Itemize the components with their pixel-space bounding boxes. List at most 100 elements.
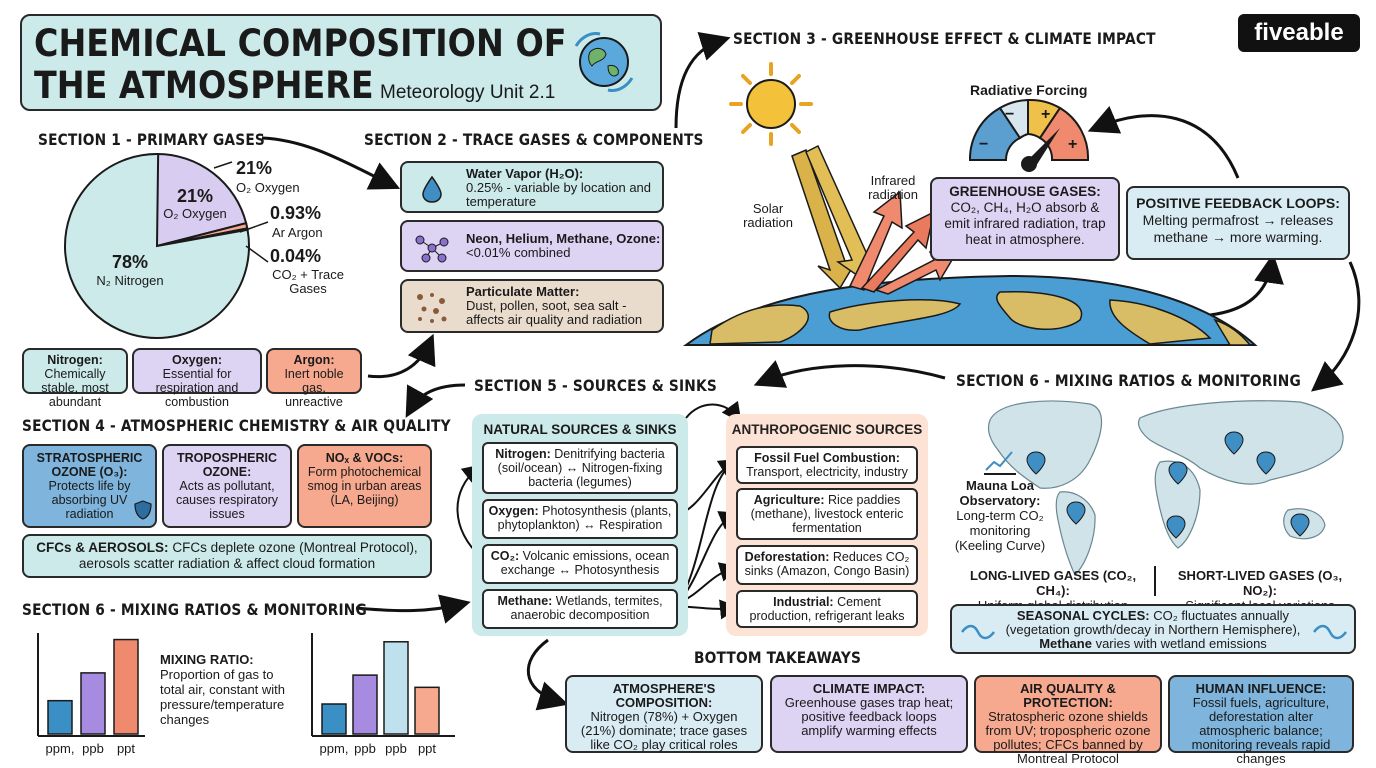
fact-nitrogen: Nitrogen: Chemically stable, most abunda… (22, 348, 128, 409)
pie-o2-pct: 21% (176, 186, 214, 206)
callout-ar-pct: 0.93% (270, 203, 322, 223)
pie-slice-o-oxygen (156, 152, 248, 248)
bar-1 (80, 672, 106, 735)
takeaway-climate-title: CLIMATE IMPACT: (812, 681, 926, 696)
section5-title: SECTION 5 - SOURCES & SINKS (474, 376, 717, 395)
earth-illustration (682, 274, 1258, 346)
cfc-text: CFCs deplete ozone (Montreal Protocol), … (78, 540, 418, 571)
natural-methane-text: Wetlands, termites, anaerobic decomposit… (510, 594, 663, 622)
stratospheric-ozone-box: STRATOSPHERIC OZONE (O₃): Protects life … (22, 444, 157, 528)
section2-title: SECTION 2 - TRACE GASES & COMPONENTS (364, 130, 704, 149)
trace-item-particulate: Particulate Matter: Dust, pollen, soot, … (400, 279, 664, 333)
takeaway-composition-title: ATMOSPHERE'S COMPOSITION: (612, 681, 716, 710)
pie-leader-lines (213, 161, 269, 263)
gauge-mark-3: + (1041, 106, 1051, 123)
infrared-radiation-label: Infrared radiation (860, 174, 926, 202)
anthro-fossil: Fossil Fuel Combustion: Transport, elect… (736, 446, 918, 484)
natural-co2: CO₂: Volcanic emissions, ocean exchange … (482, 544, 678, 584)
mixing-title: MIXING RATIO: (160, 652, 254, 667)
takeaway-human: HUMAN INFLUENCE: Fossil fuels, agricultu… (1168, 675, 1354, 766)
gauge-title: Radiative Forcing (970, 82, 1088, 98)
callout-o2-pct: 21% (236, 158, 273, 178)
cfc-aerosols-box: CFCs & AEROSOLS: CFCs deplete ozone (Mon… (22, 534, 432, 578)
infrared-label-line1: Infrared (870, 173, 916, 188)
radiative-forcing-gauge (968, 98, 1090, 172)
pie-slice-n-nitrogen (64, 153, 250, 339)
section6-left-title: SECTION 6 - MIXING RATIOS & MONITORING (22, 600, 367, 619)
arrow-to-s3 (674, 31, 731, 129)
natural-oxygen: Oxygen: Photosynthesis (plants, phytopla… (482, 499, 678, 539)
chart2-axes (311, 633, 455, 737)
solar-label-line2: radiation (743, 215, 793, 230)
tropo-title: TROPOSPHERIC OZONE: (176, 451, 277, 479)
gauge-mark-4: + (1068, 136, 1078, 153)
anthro-industrial-text: Cement production, refrigerant leaks (749, 595, 905, 623)
trace-water-title: Water Vapor (H₂O): (466, 166, 584, 181)
takeaway-airquality-title: AIR QUALITY & PROTECTION: (1020, 681, 1116, 710)
takeaway-composition: ATMOSPHERE'S COMPOSITION: Nitrogen (78%)… (565, 675, 763, 753)
anthro-deforestation-title: Deforestation: (744, 550, 830, 564)
short-title: SHORT-LIVED GASES (O₃, NO₂): (1177, 568, 1343, 598)
takeaway-airquality: AIR QUALITY & PROTECTION: Stratospheric … (974, 675, 1162, 766)
takeaway-human-text: Fossil fuels, agriculture, deforestation… (1191, 695, 1331, 766)
globe-icon (568, 26, 640, 98)
arrow-s5-to-s4 (405, 383, 466, 418)
pie-o2-name: O₂ Oxygen (163, 206, 227, 221)
natural-nitrogen: Nitrogen: Denitrifying bacteria (soil/oc… (482, 442, 678, 494)
arrow-natural-anthro (685, 400, 742, 423)
natural-oxygen-text: Photosynthesis (plants, phytoplankton) ↔… (497, 504, 672, 532)
anthro-industrial-title: Industrial: (773, 595, 834, 609)
anthro-fossil-text: Transport, electricity, industry (746, 465, 908, 479)
fiveable-logo: fiveable (1238, 14, 1360, 52)
takeaways-title: BOTTOM TAKEAWAYS (694, 648, 862, 667)
feedback-title: POSITIVE FEEDBACK LOOPS: (1136, 195, 1340, 211)
tick-label: ppb (82, 741, 104, 756)
anthro-deforestation: Deforestation: Reduces CO₂ sinks (Amazon… (736, 545, 918, 585)
strat-title: STRATOSPHERIC OZONE (O₃): (36, 451, 143, 479)
arrow-feedback-to-gauge (1087, 105, 1240, 179)
fact-oxygen-text: Essential for respiration and combustion (155, 367, 239, 409)
arrow-facts-to-s2 (367, 333, 436, 379)
trace-neon-text: Neon, Helium, Methane, Ozone: <0.01% com… (466, 232, 662, 260)
fact-nitrogen-title: Nitrogen: (47, 353, 103, 367)
natural-nitrogen-title: Nitrogen: (495, 447, 551, 461)
trace-item-water: Water Vapor (H₂O): 0.25% - variable by l… (400, 161, 664, 213)
trace-water-desc: 0.25% - variable by location and tempera… (466, 180, 652, 209)
ghg-title: GREENHOUSE GASES: (949, 184, 1101, 199)
fact-argon-text: Inert noble gas, unreactive (284, 367, 344, 409)
fact-argon-title: Argon: (293, 353, 335, 367)
tick-label: ppt (116, 741, 136, 756)
callout-co2-name-line2: Gases (289, 281, 327, 296)
anthro-agriculture-text: Rice paddies (methane), livestock enteri… (750, 493, 904, 535)
tick-label: ppm, (319, 741, 349, 756)
bar-2 (113, 638, 139, 735)
anthro-agriculture: Agriculture: Rice paddies (methane), liv… (736, 488, 918, 540)
section3-title: SECTION 3 - GREENHOUSE EFFECT & CLIMATE … (733, 29, 1156, 48)
natural-co2-title: CO₂: (490, 549, 520, 563)
tick-label: ppb (354, 741, 376, 756)
natural-title: NATURAL SOURCES & SINKS (483, 422, 677, 437)
anthro-fossil-title: Fossil Fuel Combustion: (754, 451, 900, 465)
sun-icon (729, 62, 813, 146)
arrow-s1-to-s2 (261, 136, 401, 190)
page-title-line1: CHEMICAL COMPOSITION OF (34, 22, 567, 65)
anthro-industrial: Industrial: Cement production, refrigera… (736, 590, 918, 628)
gauge-mark-2: − (1005, 106, 1015, 123)
pie-n2-name: N₂ Nitrogen (96, 273, 164, 288)
section1-title: SECTION 1 - PRIMARY GASES (38, 130, 265, 149)
trace-particulate-desc: Dust, pollen, soot, sea salt - affects a… (466, 298, 643, 327)
tropo-text: Acts as pollutant, causes respiratory is… (175, 479, 279, 521)
mixing-text: Proportion of gas to total air, constant… (160, 667, 286, 727)
nox-title: NOₓ & VOCs: (325, 451, 404, 465)
fact-oxygen-title: Oxygen: (171, 353, 222, 367)
seasonal-cycles-box: SEASONAL CYCLES: CO₂ fluctuates annually… (950, 604, 1356, 654)
trace-water-text: Water Vapor (H₂O): 0.25% - variable by l… (466, 167, 658, 209)
mauna-title: Mauna Loa Observatory: (959, 478, 1041, 508)
anthro-agriculture-title: Agriculture: (753, 493, 825, 507)
nox-vocs-box: NOₓ & VOCs: Form photochemical smog in u… (297, 444, 432, 528)
fact-oxygen: Oxygen: Essential for respiration and co… (132, 348, 262, 409)
ghg-text: CO₂, CH₄, H₂O absorb & emit infrared rad… (944, 200, 1106, 247)
bar-0 (321, 703, 347, 735)
infrared-radiation-arrows (848, 190, 960, 295)
